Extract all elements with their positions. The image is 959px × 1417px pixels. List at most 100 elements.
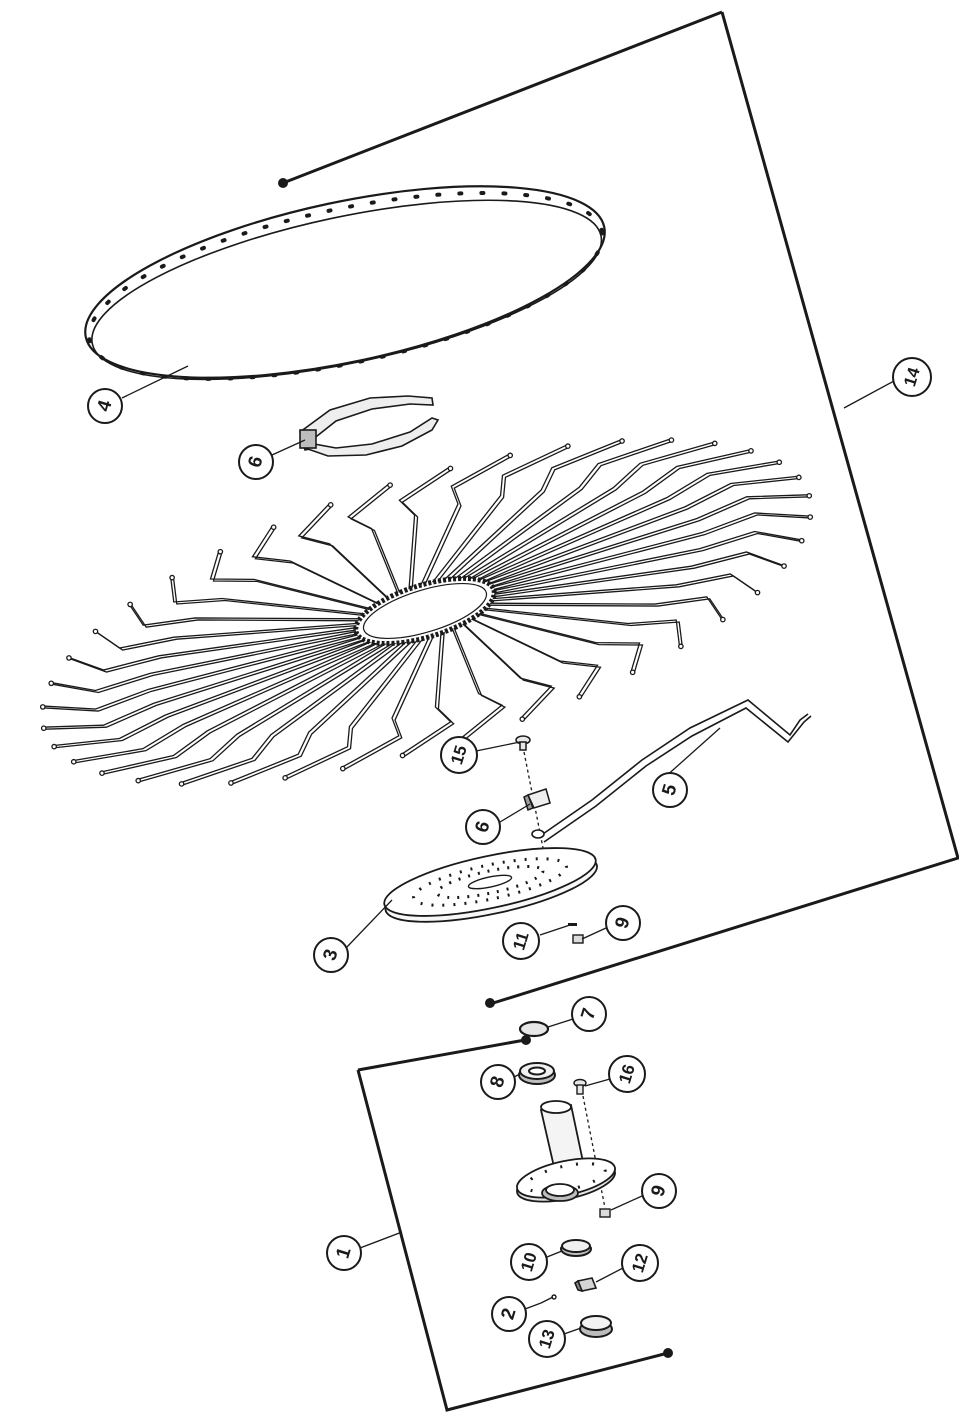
tine-spoke: [486, 496, 811, 589]
tine-wheel-part: [39, 437, 814, 787]
disc-plate-part: [383, 847, 598, 923]
callout-6: 6: [238, 444, 274, 480]
tine-tip: [798, 537, 805, 544]
frame-end-dot: [521, 1035, 531, 1045]
tine-spoke: [131, 605, 369, 628]
callout-9: 9: [605, 905, 641, 941]
rim-ring-part: [84, 185, 606, 381]
tine-spoke: [489, 514, 812, 592]
tine-tip: [135, 777, 142, 784]
callout-label: 10: [517, 1250, 541, 1274]
tine-tip: [576, 693, 583, 700]
tine-spoke: [486, 512, 809, 590]
tine-tip: [387, 482, 393, 488]
tine-tip: [776, 459, 783, 466]
tine-tip: [807, 514, 814, 520]
tine-spoke: [428, 444, 567, 588]
tine-tip: [678, 643, 684, 650]
tine-spoke: [480, 606, 681, 646]
assembly-14-frame: [282, 10, 959, 1006]
tine-spoke: [103, 641, 388, 775]
tine-spoke: [459, 443, 717, 586]
tine-spoke: [462, 622, 556, 721]
tine-spoke: [128, 603, 366, 626]
clamp-part: [523, 788, 551, 811]
tine-spoke: [447, 438, 671, 584]
tine-spoke: [52, 637, 372, 747]
tine-spoke: [96, 624, 366, 651]
tine-spoke: [483, 608, 684, 648]
tine-tip: [806, 492, 813, 499]
tine-spoke: [254, 527, 386, 609]
tine-spoke: [456, 441, 714, 584]
hub-cap-part: [579, 1315, 613, 1338]
callout-label: 12: [628, 1251, 652, 1275]
tine-spoke: [75, 640, 381, 764]
tine-spoke: [70, 628, 365, 673]
tine-spoke: [232, 638, 415, 785]
tine-spoke: [468, 451, 753, 585]
callout-6: 6: [465, 809, 501, 845]
tine-tip: [519, 716, 526, 723]
bearing-part: [560, 1239, 592, 1257]
tine-spoke: [182, 640, 406, 786]
frame-end-dot: [278, 178, 288, 188]
cotter-pin-part: [540, 1294, 557, 1304]
tine-spoke: [139, 640, 397, 783]
tine-spoke: [55, 639, 375, 749]
callout-11: 11: [502, 922, 540, 960]
tine-spoke: [481, 477, 801, 587]
tine-spoke: [136, 638, 394, 781]
tine-tip: [748, 447, 754, 454]
tine-spoke: [100, 639, 385, 773]
nut-part: [599, 1208, 611, 1218]
callout-12: 12: [621, 1244, 659, 1282]
tine-spoke: [450, 440, 674, 586]
nut-part: [572, 934, 584, 944]
tine-tip: [51, 743, 58, 750]
tine-tip: [270, 524, 277, 531]
tine-spoke: [179, 638, 403, 784]
tine-tip: [719, 616, 726, 623]
callout-8: 8: [480, 1064, 516, 1100]
tine-spoke: [478, 475, 798, 585]
tine-spoke: [400, 628, 452, 756]
tine-tip: [754, 589, 761, 596]
tine-tip: [327, 501, 334, 508]
callout-7: 7: [571, 996, 607, 1032]
tine-tip: [40, 725, 47, 732]
tine-tip: [668, 437, 675, 443]
callout-label: 13: [535, 1327, 559, 1351]
frame-end-dot: [485, 998, 495, 1008]
tine-spoke: [52, 631, 365, 694]
callout-13: 13: [528, 1320, 566, 1358]
tine-spoke: [431, 446, 570, 590]
tine-spoke: [349, 485, 403, 600]
bearing-part: [518, 1062, 556, 1085]
callout-4: 4: [87, 388, 123, 424]
tine-tip: [795, 474, 802, 481]
callout-15: 15: [440, 736, 478, 774]
tine-spoke: [484, 596, 722, 619]
tine-spoke: [490, 575, 760, 602]
tine-spoke: [212, 552, 379, 613]
tine-spoke: [169, 576, 370, 616]
tine-spoke: [438, 439, 621, 586]
tine-spoke: [470, 617, 602, 699]
tine-tip: [507, 452, 514, 459]
tine-spoke: [72, 638, 378, 762]
leader-lines: [121, 365, 895, 1335]
hub-spindle-part: [516, 1100, 616, 1203]
tine-tip: [70, 758, 77, 765]
washer-part: [568, 923, 577, 926]
tine-spoke: [417, 453, 510, 591]
castle-nut-part: [574, 1277, 598, 1293]
tine-spoke: [67, 626, 362, 671]
tine-spoke: [483, 494, 808, 587]
callout-16: 16: [608, 1055, 646, 1093]
tine-tip: [781, 563, 787, 569]
tine-tip: [282, 774, 288, 781]
tine-tip: [619, 438, 625, 444]
tine-tip: [66, 655, 72, 661]
